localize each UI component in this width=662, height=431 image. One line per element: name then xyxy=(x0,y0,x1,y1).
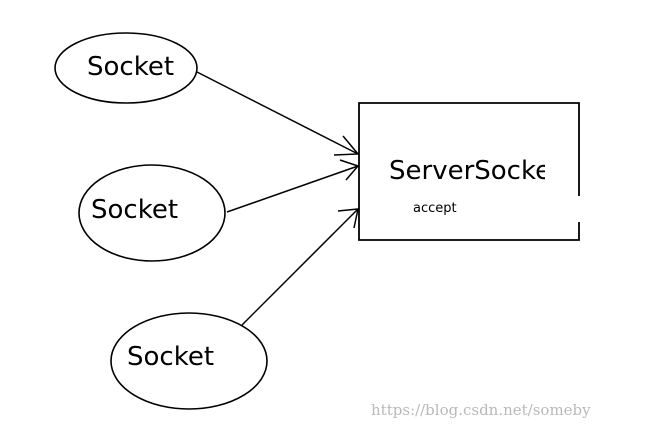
accept-method-label: accept xyxy=(413,201,457,216)
socket-label-1: Socket xyxy=(87,52,175,82)
arrow-socket2-to-server xyxy=(226,159,360,213)
arrow-socket1-to-server xyxy=(196,71,360,156)
socket-label-2: Socket xyxy=(91,195,179,225)
watermark-text: https://blog.csdn.net/someby xyxy=(371,401,591,419)
server-socket-title: ServerSocke xyxy=(389,158,545,184)
arrow-socket3-to-server xyxy=(241,208,359,326)
server-socket-box xyxy=(358,102,580,241)
socket-node-2 xyxy=(78,164,226,262)
socket-node-1 xyxy=(54,32,198,104)
socket-node-3 xyxy=(110,312,268,410)
socket-label-3: Socket xyxy=(127,342,215,372)
